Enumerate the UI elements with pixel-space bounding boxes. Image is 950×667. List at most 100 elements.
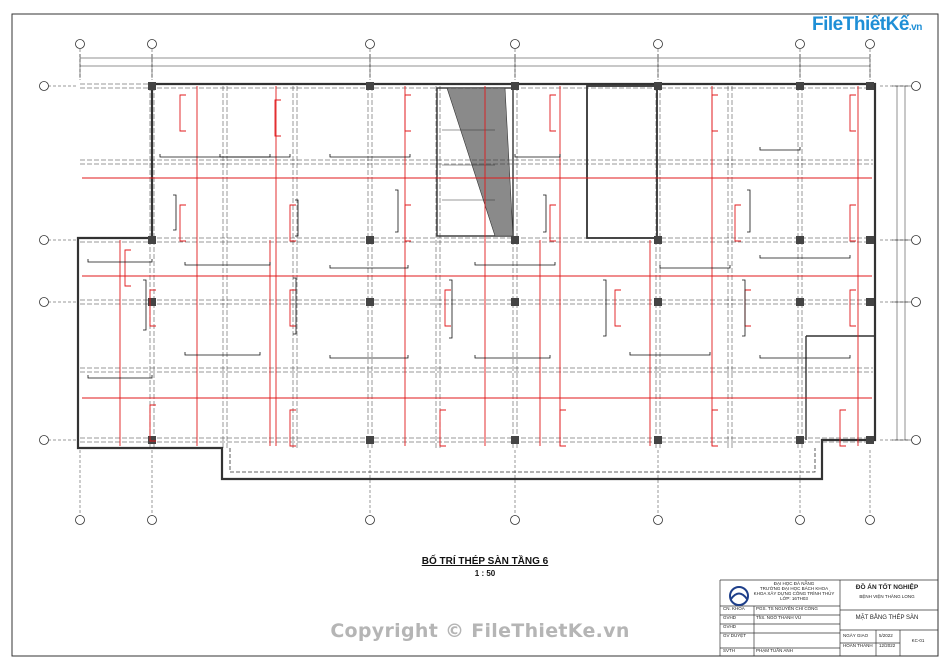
building-name: BỆNH VIỆN THĂNG LONG [859, 594, 915, 599]
rebar-top-bar [444, 289, 451, 327]
grid-bubble [39, 435, 49, 445]
rebar-top-bar [614, 289, 621, 327]
school-line: LỚP: 16TH03 [780, 595, 808, 601]
column [148, 82, 156, 90]
column [511, 82, 519, 90]
role-label: GVHD [723, 624, 737, 629]
rebar-bottom-bar [659, 265, 731, 269]
rebar-top-bar [289, 289, 296, 327]
rebar-bottom-bar [759, 355, 851, 359]
rebar-top-bar [274, 99, 281, 137]
grid-bubble [39, 81, 49, 91]
issue-date: 5/2022 [879, 633, 893, 638]
column [866, 436, 874, 444]
column [148, 298, 156, 306]
rebar-bottom-bar [742, 279, 746, 337]
grid-bubble [147, 515, 157, 525]
rebar-top-bar [839, 409, 846, 447]
grid-bubble [39, 297, 49, 307]
rebar-bottom-bar [329, 265, 409, 269]
column [796, 436, 804, 444]
role-name: ThS. NGÔ THANH VŨ [756, 615, 802, 620]
finish-label: HOÀN THÀNH [843, 643, 873, 648]
rebar-top-bar [549, 204, 556, 242]
column [366, 82, 374, 90]
rebar-bottom-bar [184, 262, 271, 266]
floor-plan-structure [76, 82, 877, 481]
column [796, 298, 804, 306]
drawing-title: BỐ TRÍ THÉP SÀN TẦNG 6 [421, 556, 549, 567]
grid-bubble [147, 39, 157, 49]
rebar-top-bar [179, 204, 186, 242]
role-name: PHẠM TUẤN ANH [756, 648, 793, 653]
rebar-bottom-bar [474, 262, 556, 266]
column [796, 82, 804, 90]
rebar-top-bar [404, 94, 411, 132]
rebar-top-bar [849, 289, 856, 327]
title-block-roles: CN. KHOA GVHD GVHD GV DUYỆT SVTH [723, 606, 753, 658]
stair-void [446, 87, 514, 237]
role-name: PGS. TS NGUYỄN CHÍ CÔNG [756, 606, 818, 611]
project-title: ĐỒ ÁN TỐT NGHIỆP [855, 584, 919, 591]
rebar-top-bar [744, 289, 751, 327]
column [148, 236, 156, 244]
rebar-bottom-bar [184, 352, 261, 356]
grid-bubble [911, 235, 921, 245]
column [511, 298, 519, 306]
grid-bubble [911, 435, 921, 445]
rebar-top-bar [711, 409, 718, 447]
column [866, 236, 874, 244]
rebar-bottom-bar [759, 255, 851, 259]
column [654, 82, 662, 90]
grid-bubble [510, 39, 520, 49]
rebar-top-bar [559, 409, 566, 447]
grid-bubble [653, 515, 663, 525]
rebar-bottom-bar [219, 154, 291, 158]
column [654, 436, 662, 444]
grid-bubble [795, 39, 805, 49]
rebar-top-bar [149, 404, 156, 442]
brand-logo-tld: .vn [908, 22, 922, 33]
school-line: TRƯỜNG ĐẠI HỌC BÁCH KHOA [759, 585, 829, 591]
issue-label: NGÀY GIAO [843, 633, 869, 638]
column [866, 82, 874, 90]
grid-axes [39, 39, 921, 525]
grid-bubble [865, 515, 875, 525]
rebar-top-bar [549, 94, 556, 132]
sheet-title: MẶT BẰNG THÉP SÀN [855, 615, 919, 621]
rebar-top-bar [439, 409, 446, 447]
role-name [756, 634, 836, 649]
school-info: ĐẠI HỌC ĐÀ NẴNG TRƯỜNG ĐẠI HỌC BÁCH KHOA… [752, 581, 836, 602]
rebar-top-bar [849, 94, 856, 132]
rebar-bottom-bar [449, 279, 453, 339]
column [511, 236, 519, 244]
grid-bubble [795, 515, 805, 525]
rebar-bottom-bar [159, 154, 271, 158]
rebar-bottom-bar [173, 194, 177, 231]
rebar-top-bar [149, 289, 156, 327]
column [148, 436, 156, 444]
rebar-bottom-bar [603, 279, 607, 337]
column [654, 236, 662, 244]
drawing-scale: 1 : 50 [474, 569, 496, 578]
role-label: CN. KHOA [723, 606, 745, 611]
column [366, 298, 374, 306]
rebar-top-bar [289, 409, 296, 447]
rebar-top-bar [179, 94, 186, 132]
rebar-bottom-bar [747, 189, 751, 233]
sheet-number: KC-01 [911, 638, 925, 643]
grid-bubble [39, 235, 49, 245]
rebar-bottom-bar [143, 279, 147, 331]
rebar-bottom-bar [329, 355, 409, 359]
column [866, 298, 874, 306]
rebar-top-bar [289, 204, 296, 242]
rebar-bottom-bar [329, 154, 411, 158]
rebar-bottom-bar [543, 194, 547, 233]
sheet-border [11, 13, 939, 657]
grid-bubble [365, 515, 375, 525]
title-block-names: PGS. TS NGUYỄN CHÍ CÔNG ThS. NGÔ THANH V… [756, 606, 836, 658]
column [366, 436, 374, 444]
rebar-top-bar [734, 204, 741, 242]
grid-bubble [365, 39, 375, 49]
